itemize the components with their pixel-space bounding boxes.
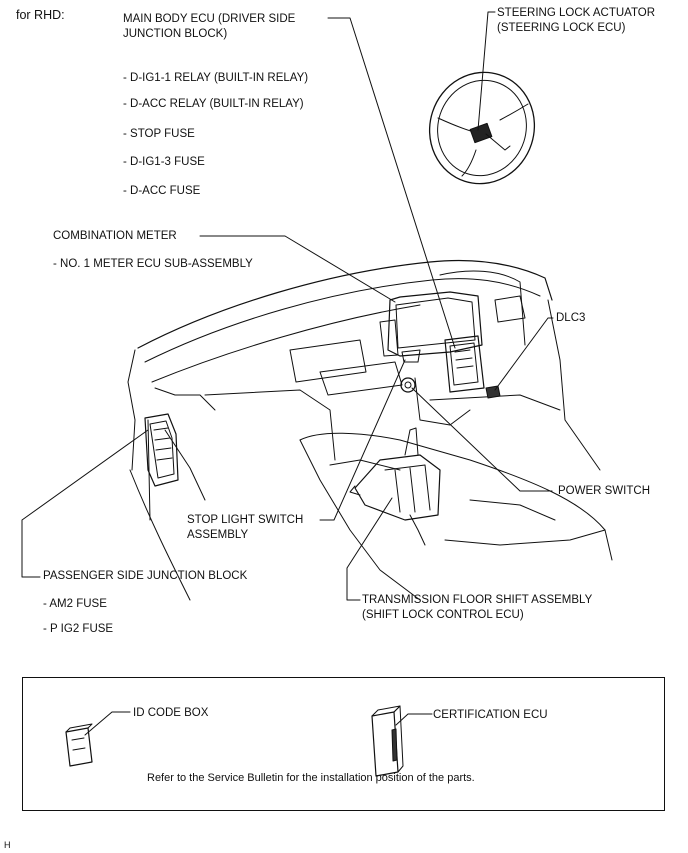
dashboard-outline [127,259,601,601]
power-switch-label: POWER SWITCH [558,485,650,497]
power-switch-drawing [400,377,416,393]
passenger-junction-block-drawing [144,413,179,487]
stop-light-switch-label: STOP LIGHT SWITCH ASSEMBLY [187,513,303,543]
main-body-ecu-line2: JUNCTION BLOCK) [123,28,228,40]
stop-light-switch-line1: STOP LIGHT SWITCH [187,514,304,526]
passenger-jb-part-2: - P IG2 FUSE [43,623,114,635]
shift-assembly-drawing [349,427,441,546]
transmission-line2: (SHIFT LOCK CONTROL ECU) [362,609,524,621]
id-code-box-label: ID CODE BOX [133,707,209,719]
center-console-outline [299,432,613,601]
main-body-ecu-part-1: - D-IG1-1 RELAY (BUILT-IN RELAY) [123,72,309,84]
dlc3-label: DLC3 [556,312,586,324]
variant-label: for RHD: [16,8,65,22]
passenger-jb-part-1: - AM2 FUSE [43,598,107,610]
certification-ecu-label: CERTIFICATION ECU [433,709,548,721]
combination-meter-drawing [379,291,483,363]
main-body-ecu-line1: MAIN BODY ECU (DRIVER SIDE [123,13,296,25]
id-code-box-drawing [65,723,93,767]
main-body-ecu-part-4: - D-IG1-3 FUSE [123,156,205,168]
steering-wheel-drawing [428,71,536,185]
transmission-label: TRANSMISSION FLOOR SHIFT ASSEMBLY (SHIFT… [362,593,592,623]
combination-meter-label: COMBINATION METER [53,230,177,242]
steering-lock-label: STEERING LOCK ACTUATOR (STEERING LOCK EC… [497,6,655,36]
leader-lines [21,11,554,736]
figure-code: H [4,840,11,850]
dlc3-drawing [485,385,501,399]
service-bulletin-inset [22,677,665,811]
main-body-ecu-label: MAIN BODY ECU (DRIVER SIDE JUNCTION BLOC… [123,12,295,42]
main-body-ecu-part-3: - STOP FUSE [123,128,195,140]
main-body-ecu-part-5: - D-ACC FUSE [123,185,201,197]
stop-light-switch-line2: ASSEMBLY [187,529,249,541]
steering-lock-line1: STEERING LOCK ACTUATOR [497,7,656,19]
transmission-line1: TRANSMISSION FLOOR SHIFT ASSEMBLY [362,594,593,606]
steering-lock-line2: (STEERING LOCK ECU) [497,22,626,34]
combination-meter-part-1: - NO. 1 METER ECU SUB-ASSEMBLY [53,258,253,270]
passenger-jb-label: PASSENGER SIDE JUNCTION BLOCK [43,570,248,582]
certification-ecu-drawing [371,705,404,777]
service-bulletin-note: Refer to the Service Bulletin for the in… [147,772,475,784]
main-body-ecu-drawing [444,335,485,393]
main-body-ecu-part-2: - D-ACC RELAY (BUILT-IN RELAY) [123,98,304,110]
